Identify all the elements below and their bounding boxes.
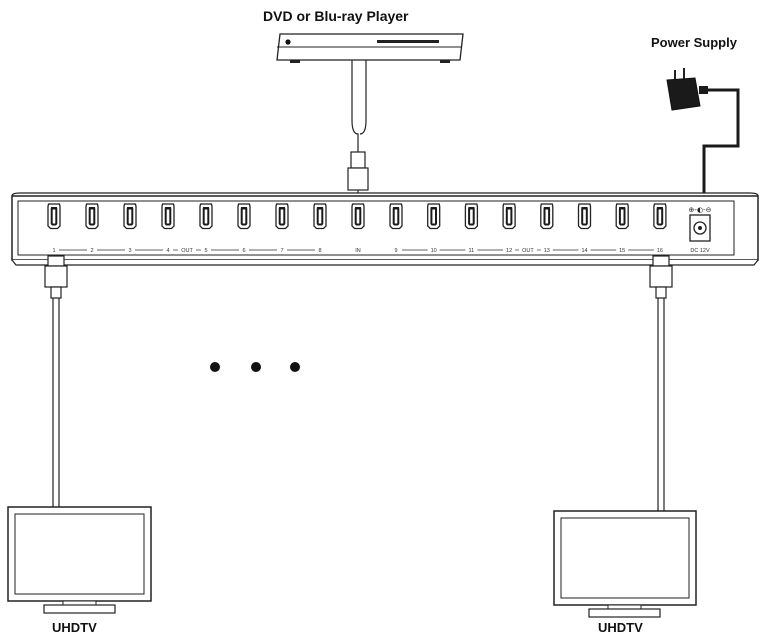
port-label: 10 [431, 248, 437, 254]
output-port-13 [540, 203, 554, 230]
output-port-2 [85, 203, 99, 230]
power-adapter [666, 68, 740, 198]
input-port-in [351, 203, 365, 230]
port-label: 3 [128, 248, 131, 254]
output-port-14 [577, 203, 592, 230]
output-port-1 [47, 203, 61, 230]
output-port-5 [199, 203, 213, 230]
port-label: 11 [469, 248, 475, 254]
port-label: 13 [544, 248, 550, 254]
output-port-12 [502, 203, 516, 230]
uhdtv-right [553, 510, 697, 618]
port-label: 8 [318, 248, 321, 254]
dc-label: DC 12V [690, 248, 710, 254]
hdmi-cable-output-1 [44, 255, 68, 508]
output-port-16 [653, 203, 667, 230]
display-label-left: UHDTV [52, 620, 97, 635]
port-label: 14 [581, 248, 587, 254]
port-label: 1 [52, 248, 55, 254]
output-port-6 [237, 203, 251, 230]
output-port-10 [427, 203, 441, 230]
port-label: 4 [166, 248, 169, 254]
out-group-label: OUT [522, 248, 534, 254]
source-label: DVD or Blu-ray Player [263, 8, 409, 24]
port-label: 7 [280, 248, 283, 254]
uhdtv-left [7, 506, 152, 614]
output-port-8 [313, 203, 327, 230]
hdmi-cable-output-16 [649, 255, 673, 512]
port-label: 6 [242, 248, 245, 254]
output-port-3 [123, 203, 137, 230]
output-port-15 [615, 203, 629, 230]
hdmi-cable-input [347, 60, 369, 198]
output-port-9 [389, 203, 403, 230]
port-label: 16 [657, 248, 663, 254]
disc-slot [377, 40, 439, 43]
power-led-icon [285, 39, 291, 45]
power-supply-label: Power Supply [651, 35, 737, 50]
output-port-7 [275, 203, 289, 230]
out-group-label: OUT [181, 248, 193, 254]
port-label: 5 [204, 248, 207, 254]
output-port-4 [161, 203, 175, 230]
ellipsis-icon [210, 362, 300, 372]
port-label: IN [355, 248, 361, 254]
dc-power-jack: ⊕-◐-⊖ [689, 206, 712, 242]
dvd-player [276, 33, 464, 63]
port-label: 9 [394, 248, 397, 254]
display-label-right: UHDTV [598, 620, 643, 635]
dc-polarity-icon: ⊕-◐-⊖ [689, 206, 712, 214]
port-label: 15 [619, 248, 625, 254]
output-port-11 [464, 203, 479, 230]
port-label: 2 [90, 248, 93, 254]
port-label: 12 [506, 248, 512, 254]
